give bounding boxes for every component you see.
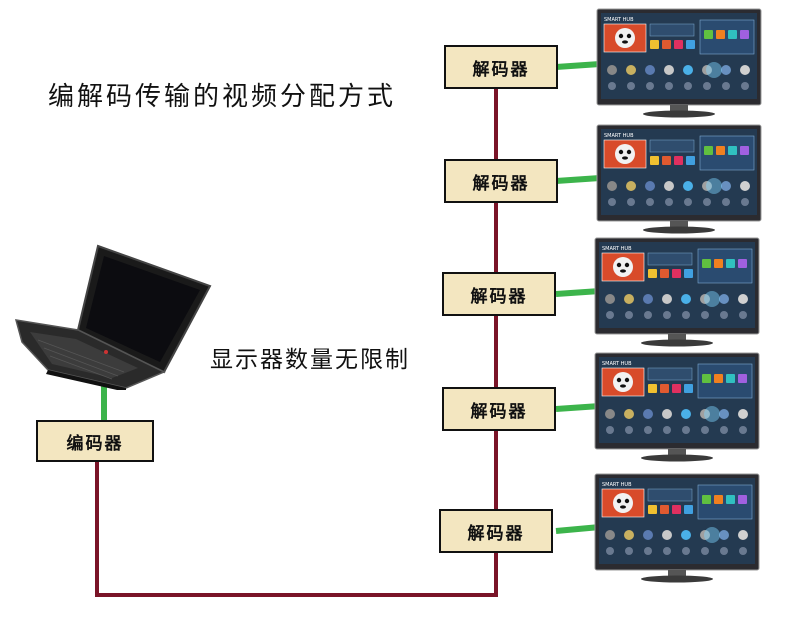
tv-display-1: SMART HUB — [596, 8, 762, 118]
tv-logo-text: SMART HUB — [602, 482, 632, 488]
tv-logo-text: SMART HUB — [602, 246, 632, 252]
hdmi-link-tv-4 — [555, 403, 601, 412]
encoder-box: 编码器 — [36, 420, 154, 462]
decoder-label: 解码器 — [470, 401, 528, 422]
decoder-box-5: 解码器 — [439, 509, 553, 553]
tv-logo-text: SMART HUB — [604, 133, 634, 139]
decoder-box-1: 解码器 — [444, 45, 558, 89]
diagram-title: 编解码传输的视频分配方式 — [48, 82, 397, 112]
laptop-icon — [14, 244, 212, 390]
hdmi-link-tv-5 — [555, 524, 601, 534]
decoder-label: 解码器 — [472, 59, 530, 80]
tv-display-4: SMART HUB — [594, 352, 760, 462]
tv-logo-text: SMART HUB — [602, 361, 632, 367]
decoder-box-3: 解码器 — [442, 272, 556, 316]
hdmi-link-tv-1 — [555, 61, 601, 70]
tv-logo-text: SMART HUB — [604, 17, 634, 23]
hdmi-link-tv-2 — [555, 175, 601, 184]
decoder-label: 解码器 — [467, 523, 525, 544]
decoder-label: 解码器 — [470, 286, 528, 307]
hdmi-link-tv-3 — [555, 288, 601, 297]
decoder-label: 解码器 — [472, 173, 530, 194]
tv-display-5: SMART HUB — [594, 473, 760, 583]
tv-display-3: SMART HUB — [594, 237, 760, 347]
decoder-box-2: 解码器 — [444, 159, 558, 203]
decoder-box-4: 解码器 — [442, 387, 556, 431]
tv-display-2: SMART HUB — [596, 124, 762, 234]
display-count-note: 显示器数量无限制 — [210, 347, 410, 373]
network-cable — [95, 87, 498, 597]
encoder-label: 编码器 — [66, 433, 124, 454]
